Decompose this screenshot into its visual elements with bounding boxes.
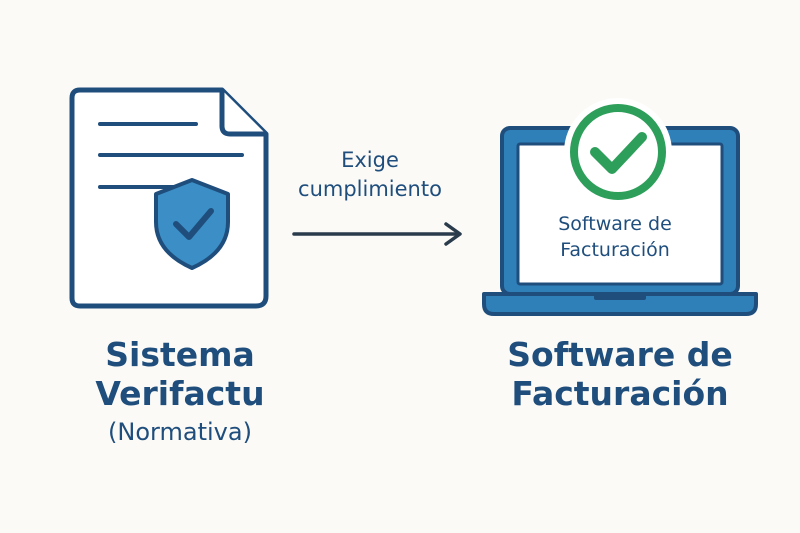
check-circle-icon xyxy=(564,98,672,206)
left-subtitle: (Normativa) xyxy=(108,418,252,446)
arrow-label-line2: cumplimiento xyxy=(298,177,442,201)
laptop-screen-label: Software de Facturación xyxy=(520,211,710,263)
arrow-label: Exige cumplimiento xyxy=(270,146,470,204)
arrow-label-line1: Exige xyxy=(341,148,399,172)
left-caption: Sistema Verifactu (Normativa) xyxy=(60,335,300,449)
left-title-line1: Sistema xyxy=(105,335,255,374)
shield-check-icon xyxy=(154,178,230,270)
arrow-icon xyxy=(292,222,462,246)
right-title-line1: Software de xyxy=(507,335,733,374)
screen-label-line2: Facturación xyxy=(560,239,670,261)
laptop-icon xyxy=(482,126,758,316)
right-caption: Software de Facturación xyxy=(470,335,770,413)
right-title-line2: Facturación xyxy=(511,374,729,413)
screen-label-line1: Software de xyxy=(558,213,672,235)
left-title-line2: Verifactu xyxy=(95,374,265,413)
